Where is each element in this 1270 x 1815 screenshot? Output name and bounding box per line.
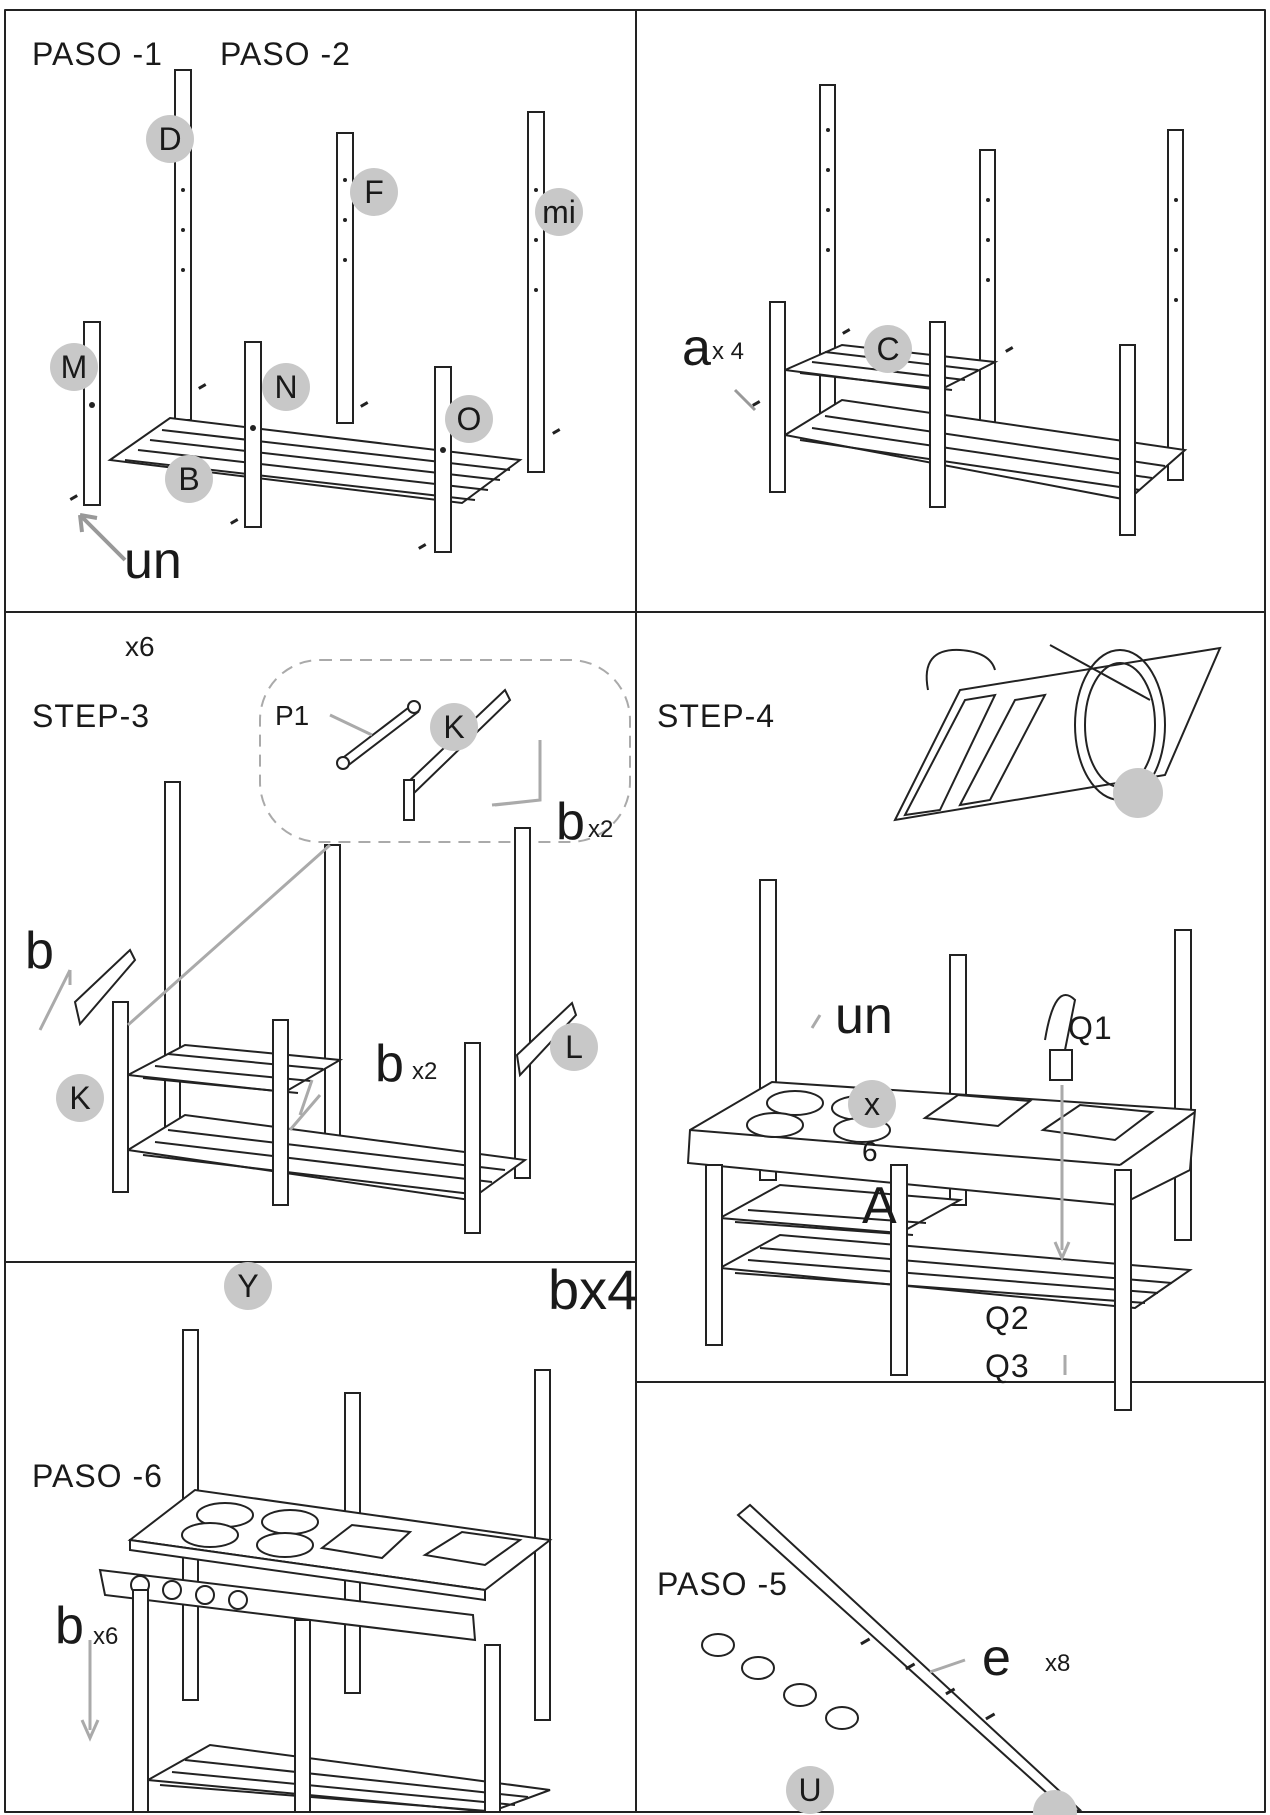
part-label-Y: Y bbox=[224, 1262, 272, 1310]
hardware-label-a: a bbox=[682, 319, 711, 377]
quantity-label: x6 bbox=[125, 631, 155, 662]
panel6-drawing bbox=[701, 1503, 1083, 1814]
panel2-drawing bbox=[769, 84, 1188, 536]
panel3-inset-box bbox=[259, 659, 631, 843]
step-label-1: PASO -1 bbox=[32, 36, 163, 72]
step-label-6: PASO -6 bbox=[32, 1458, 163, 1494]
step-label-3: STEP-3 bbox=[32, 698, 151, 734]
part-label-Q1: Q1 bbox=[1068, 1010, 1113, 1046]
panel4-arrows bbox=[810, 1014, 1071, 1375]
hardware-label-b-mid: b bbox=[375, 1035, 404, 1093]
panel3-inset-parts bbox=[336, 688, 512, 821]
hardware-label-a: un bbox=[124, 532, 182, 590]
hardware-label-b-inset: b bbox=[556, 793, 585, 851]
step-label-4: STEP-4 bbox=[657, 698, 776, 734]
panel6-arrow bbox=[929, 1658, 966, 1674]
part-label-O: O bbox=[445, 395, 493, 443]
panel5-arrow bbox=[80, 1640, 100, 1742]
hardware-label-b-left: b bbox=[25, 922, 54, 980]
hardware-label-a: un bbox=[835, 987, 893, 1045]
part-label-C: C bbox=[864, 325, 912, 373]
hardware-label-e: e bbox=[982, 1629, 1011, 1687]
part-label-F: F bbox=[350, 168, 398, 216]
part-label-U: U bbox=[786, 1766, 834, 1814]
panel2-holes bbox=[752, 128, 1178, 407]
part-label-Q2: Q2 bbox=[985, 1300, 1030, 1336]
step-label-5: PASO -5 bbox=[657, 1566, 788, 1602]
panel2-arrow bbox=[733, 388, 757, 412]
part-label-K: K bbox=[56, 1074, 104, 1122]
panel4-drawing bbox=[686, 879, 1197, 1411]
panel4-faucet-parts bbox=[893, 644, 1222, 822]
part-label-M: M bbox=[50, 343, 98, 391]
part-label-N: N bbox=[262, 363, 310, 411]
hardware-qty-a: x 4 bbox=[712, 338, 745, 365]
hardware-qty-b-mid: x2 bbox=[412, 1058, 438, 1085]
hardware-label-bx4: bx4 bbox=[548, 1258, 639, 1321]
hardware-qty-b-inset: x2 bbox=[588, 816, 614, 843]
hardware-label-b: b bbox=[55, 1597, 84, 1655]
panel5-drawing bbox=[98, 1329, 553, 1814]
panel3-guide-lines bbox=[38, 843, 331, 1131]
panel6-callout-dot bbox=[1033, 1790, 1077, 1815]
panel3-drawing bbox=[73, 781, 578, 1234]
hardware-qty-b: x6 bbox=[93, 1623, 119, 1650]
part-label-K-inset: K bbox=[430, 703, 478, 751]
part-label-D: D bbox=[146, 115, 194, 163]
step-label-2: PASO -2 bbox=[220, 36, 351, 72]
part-label-P1: P1 bbox=[275, 700, 310, 731]
quantity-label-x: x bbox=[848, 1080, 896, 1128]
part-label-L: L bbox=[550, 1023, 598, 1071]
panel1-arrow bbox=[78, 513, 127, 562]
part-label-E: mi bbox=[535, 188, 583, 236]
part-label-Q3: Q3 bbox=[985, 1348, 1030, 1384]
part-label-B: B bbox=[165, 455, 213, 503]
panel3-inset-arrows bbox=[329, 713, 542, 807]
hardware-qty-e: x8 bbox=[1045, 1650, 1071, 1677]
part-label-A: A bbox=[862, 1177, 897, 1235]
panel4-callout-dot bbox=[1113, 768, 1163, 818]
quantity-label-6: 6 bbox=[862, 1136, 878, 1167]
panel6-screws bbox=[860, 1637, 996, 1721]
